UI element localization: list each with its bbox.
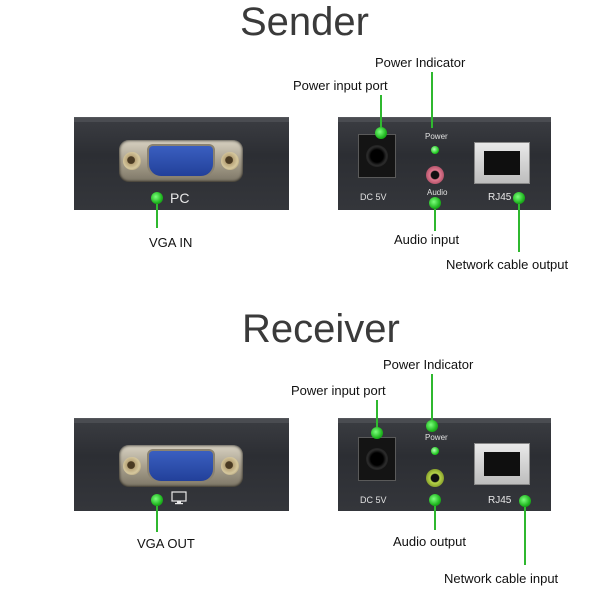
audio-callout-dot [429,494,441,506]
rj45-port [474,443,530,485]
network-output-label: Network cable output [446,257,569,272]
audio-callout-dot [429,197,441,209]
power-led-text: Power [425,433,448,442]
dc-jack [358,437,396,481]
pc-label: PC [170,190,190,206]
power-port-label: Power input port [293,78,388,93]
dc-label: DC 5V [360,495,387,505]
monitor-icon [171,491,187,505]
network-callout-line [524,507,526,565]
vga-callout-line [156,506,158,532]
sender-io-panel: DC 5V Power Audio RJ45 [338,117,551,210]
power-indicator-dot [426,420,438,432]
power-led [431,447,439,455]
power-indicator-line [431,72,433,128]
dc-jack [358,134,396,178]
vga-callout-line [156,204,158,228]
receiver-title: Receiver [242,307,400,351]
screw-left [123,457,141,475]
power-indicator-label: Power Indicator [375,55,466,70]
network-input-label: Network cable input [444,571,559,586]
screw-right [221,457,239,475]
power-port-line [376,400,378,428]
audio-callout-line [434,209,436,231]
power-led [431,146,439,154]
power-port-dot [371,427,383,439]
audio-output-label: Audio output [393,534,467,549]
vga-connector [119,140,243,182]
network-callout-dot [513,192,525,204]
audio-jack [426,166,444,184]
audio-led-text: Audio [427,188,448,197]
rj45-label: RJ45 [488,192,512,203]
power-port-line [380,95,382,127]
vga-in-label: VGA IN [149,235,193,250]
vga-out-label: VGA OUT [137,536,195,551]
audio-jack [426,469,444,487]
network-callout-line [518,204,520,252]
sender-vga-panel: PC [74,117,289,210]
receiver-io-panel: DC 5V Power RJ45 [338,418,551,511]
dc-label: DC 5V [360,192,387,202]
network-callout-dot [519,495,531,507]
screw-right [221,152,239,170]
power-port-label: Power input port [291,383,386,398]
receiver-vga-panel [74,418,289,511]
rj45-port [474,142,530,184]
audio-callout-line [434,506,436,530]
vga-pins [147,144,215,178]
vga-callout-dot [151,494,163,506]
screw-left [123,152,141,170]
power-led-text: Power [425,132,448,141]
power-port-dot [375,127,387,139]
vga-callout-dot [151,192,163,204]
power-indicator-line [431,374,433,426]
sender-title: Sender [240,0,369,44]
audio-input-label: Audio input [394,232,460,247]
vga-connector [119,445,243,487]
power-indicator-label: Power Indicator [383,357,474,372]
vga-pins [147,449,215,483]
rj45-label: RJ45 [488,495,512,506]
